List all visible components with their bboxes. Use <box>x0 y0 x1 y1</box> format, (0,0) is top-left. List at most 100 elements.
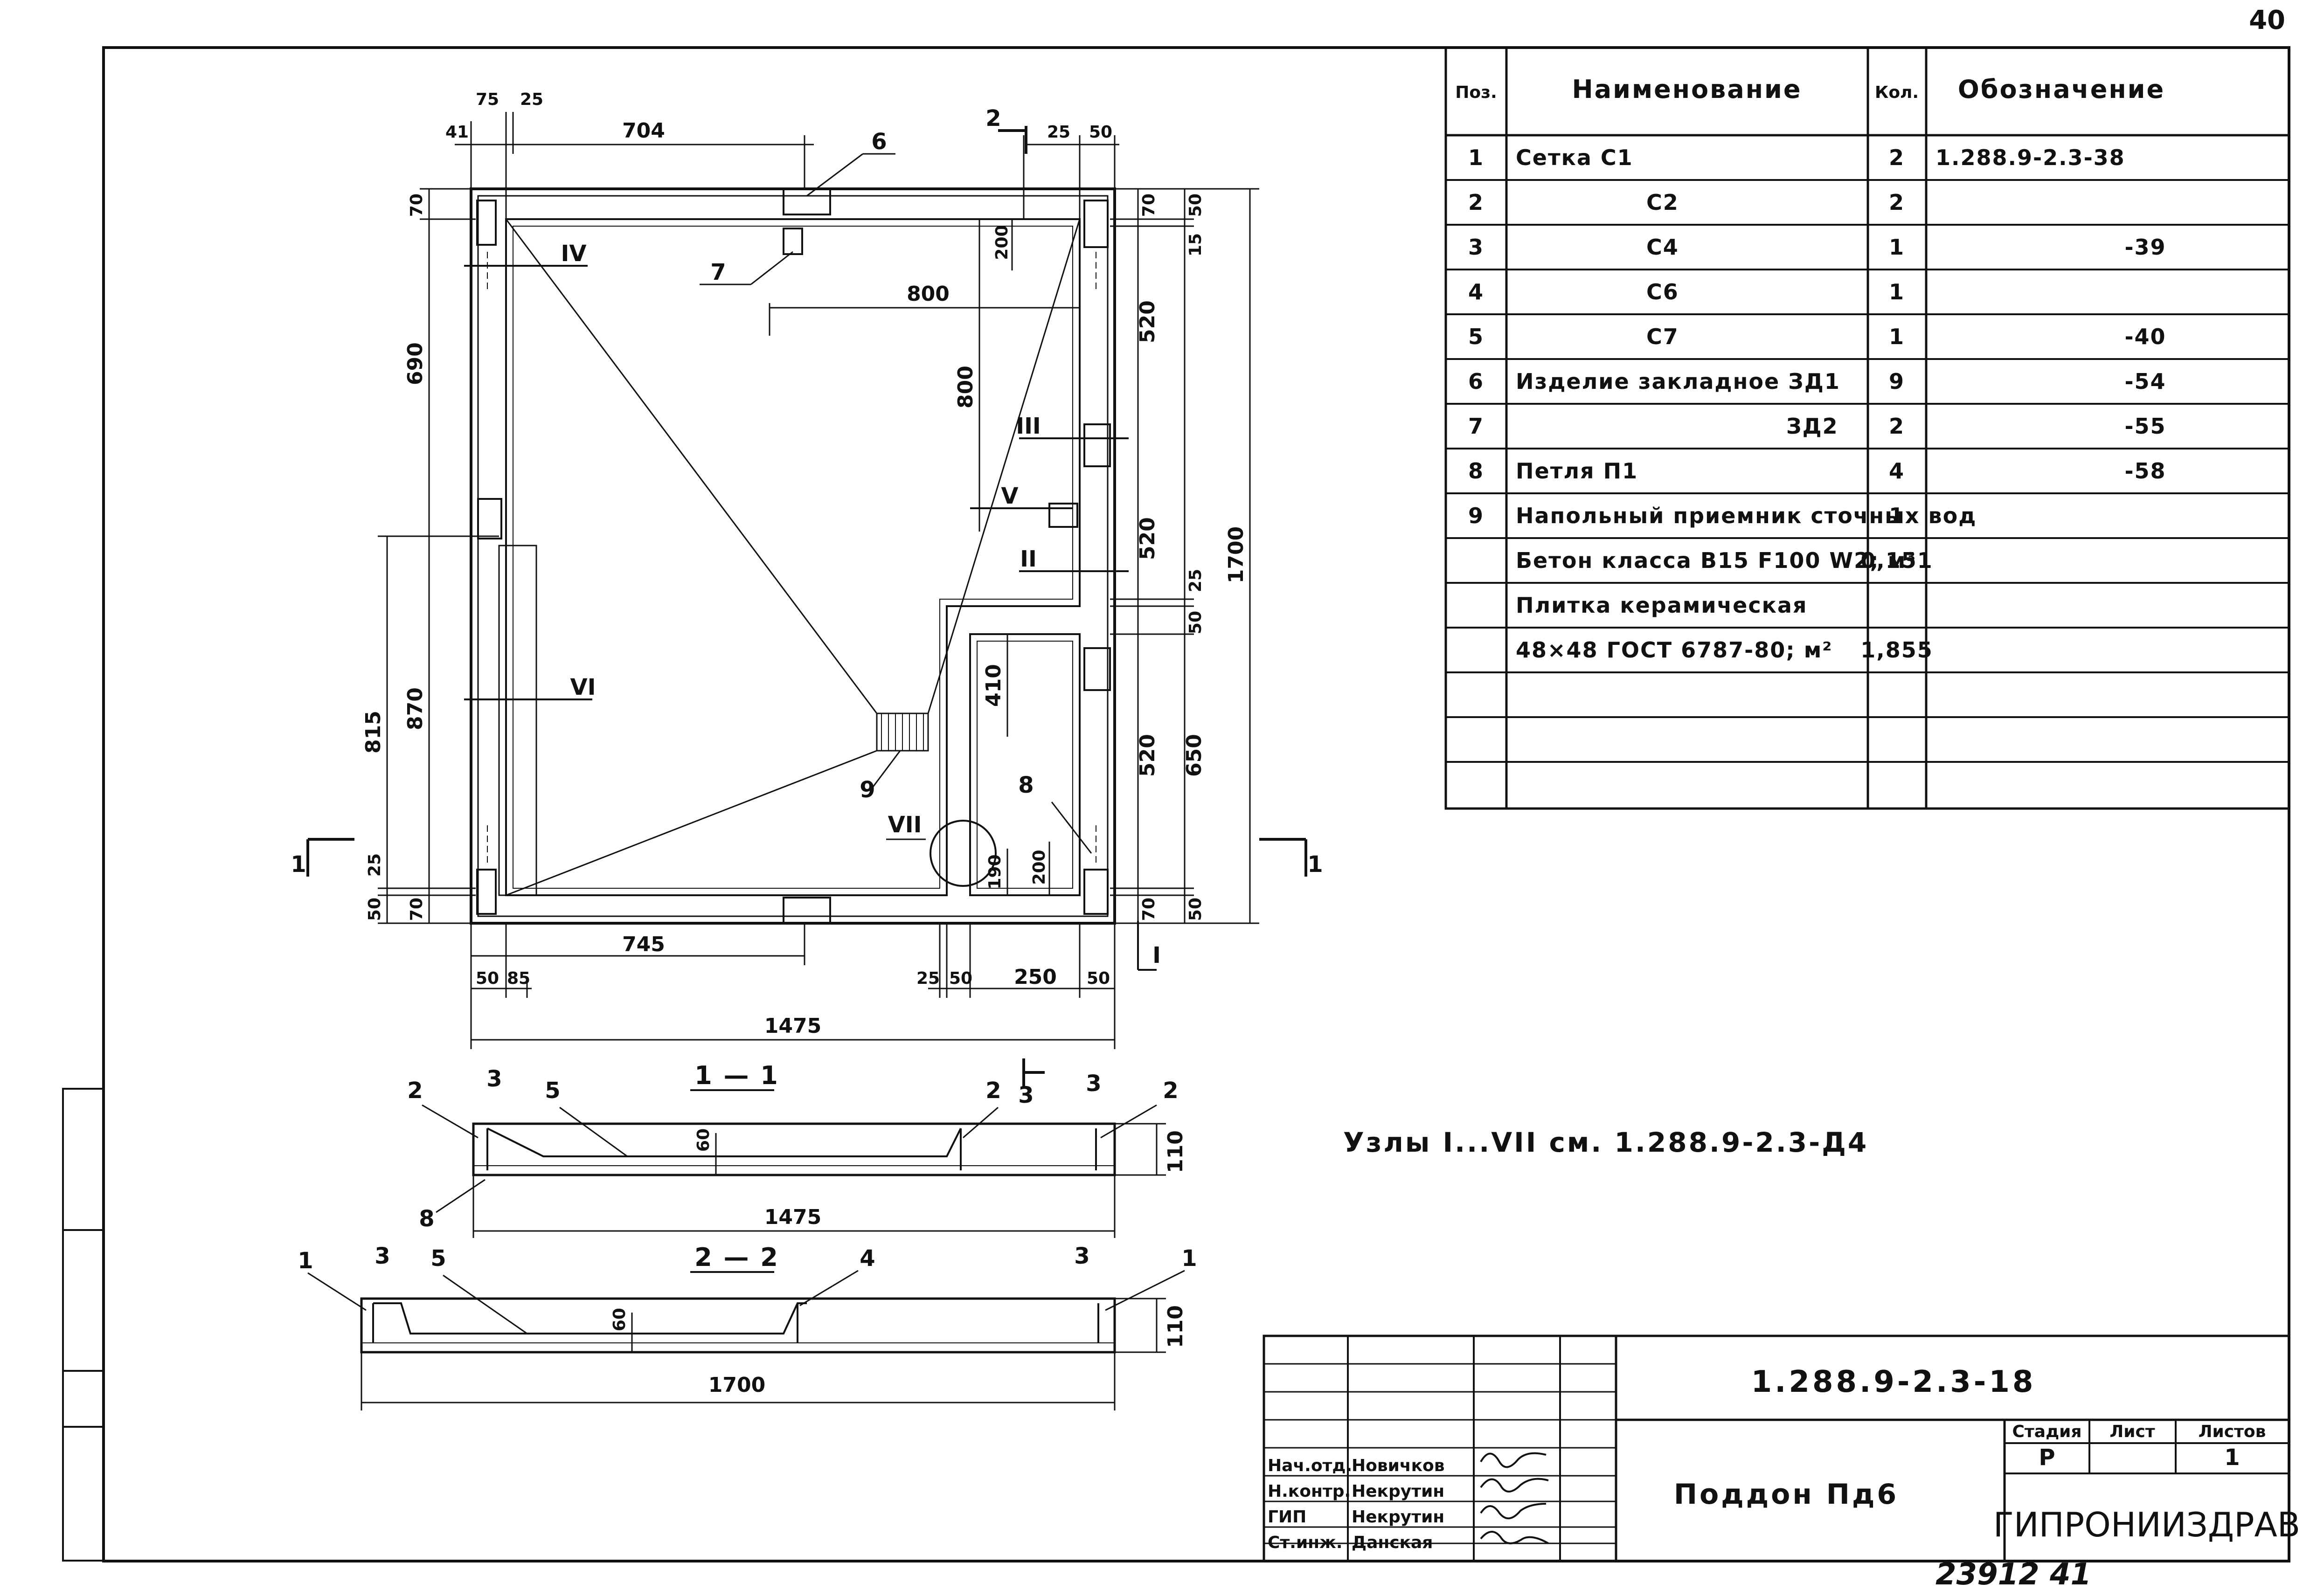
spec-cell-qty: 1 <box>1889 503 1905 528</box>
section-1-callout-3-right: 3 <box>1086 1071 1101 1097</box>
dim-800-vertical: 800 <box>954 366 978 408</box>
spec-cell-name: С7 <box>1646 324 1679 349</box>
dim-left-70: 70 <box>407 898 426 921</box>
node-label-VII: VII <box>888 812 922 838</box>
dim-right-50: 50 <box>1186 194 1205 217</box>
spec-cell-pos: 5 <box>1468 324 1484 349</box>
section-1-callout-2-mid: 2 <box>985 1078 1001 1104</box>
section-1-callout-2-right: 2 <box>1163 1078 1178 1104</box>
dim-right-15: 15 <box>1186 233 1205 256</box>
signatures <box>1480 1452 1549 1544</box>
dim-left-50: 50 <box>365 898 384 921</box>
dim-190: 190 <box>985 854 1005 889</box>
section-1-width: 1475 <box>764 1205 821 1229</box>
spec-cell-qty: 4 <box>1889 458 1905 484</box>
dim-right-50b: 50 <box>1186 611 1205 634</box>
section-1-callout-3-left: 3 <box>486 1066 502 1092</box>
spec-cell-name: С4 <box>1646 235 1679 260</box>
spec-cell-name: Петля П1 <box>1516 458 1638 484</box>
signer-role: Ст.инж. <box>1268 1533 1343 1552</box>
dim-right-70: 70 <box>1139 194 1159 217</box>
section-mark-1-right: 1 <box>1307 851 1323 878</box>
section-2-callout-1-left: 1 <box>298 1248 313 1274</box>
spec-header-name: Наименование <box>1572 75 1802 104</box>
section-1-callout-8: 8 <box>419 1206 434 1232</box>
section-2-callout-5: 5 <box>430 1245 446 1272</box>
dim-top-25: 25 <box>520 90 543 109</box>
section-1-callout-3-mid: 3 <box>1018 1082 1034 1108</box>
spec-cell-qty: 1 <box>1889 235 1905 260</box>
dim-top-41: 41 <box>445 123 469 142</box>
spec-cell-name: 48×48 ГОСТ 6787-80; м² <box>1516 637 1832 663</box>
spec-cell-pos: 1 <box>1468 145 1484 170</box>
sheets-label: Листов <box>2199 1422 2266 1441</box>
spec-cell-qty: 1 <box>1889 324 1905 349</box>
section-2-2 <box>307 1270 1185 1410</box>
spec-cell-pos: 4 <box>1468 279 1484 304</box>
callout-6: 6 <box>871 129 887 155</box>
section-2-callout-1-right: 1 <box>1181 1245 1197 1272</box>
section-2-title: 2 — 2 <box>694 1243 779 1272</box>
spec-cell-name: Напольный приемник сточных вод <box>1516 503 1977 528</box>
spec-cell-qty: 2 <box>1889 145 1905 170</box>
dim-right-520a: 520 <box>1136 300 1159 343</box>
spec-cell-designation: -55 <box>2124 414 2166 439</box>
callout-8: 8 <box>1018 772 1034 798</box>
node-label-IV: IV <box>561 241 586 267</box>
dim-bot-50: 50 <box>476 969 499 988</box>
spec-cell-designation: -39 <box>2124 235 2166 260</box>
dim-bot-85: 85 <box>507 969 530 988</box>
node-label-III: III <box>1016 413 1041 439</box>
drawing-title: Поддон Пд6 <box>1674 1478 1899 1511</box>
section-1-callout-5: 5 <box>545 1078 560 1104</box>
dim-right-50c: 50 <box>1186 898 1205 921</box>
signer-role: ГИП <box>1268 1507 1306 1527</box>
spec-cell-qty: 2 <box>1889 190 1905 215</box>
spec-cell-designation: -40 <box>2124 324 2166 349</box>
archive-number: 23912 41 <box>1936 1557 2091 1590</box>
node-label-II: II <box>1020 546 1037 572</box>
dim-right-25: 25 <box>1186 569 1205 592</box>
dim-right-650: 650 <box>1182 734 1206 777</box>
dim-top-25b: 25 <box>1047 123 1070 142</box>
dim-left-25: 25 <box>365 853 384 877</box>
signer-role: Н.контр. <box>1268 1482 1351 1501</box>
stage-value: Р <box>2039 1445 2055 1471</box>
organization-name: ГИПРОНИИЗДРАВ <box>1993 1505 2300 1544</box>
dim-left-70-top: 70 <box>407 194 426 217</box>
spec-cell-name: Изделие закладное ЗД1 <box>1516 369 1840 394</box>
spec-cell-pos: 9 <box>1468 503 1484 528</box>
dim-right-1700: 1700 <box>1224 526 1248 583</box>
spec-header-pos: Поз. <box>1455 83 1497 102</box>
spec-table <box>1444 46 2290 810</box>
nodes-reference-note: Узлы I...VII см. 1.288.9-2.3-Д4 <box>1343 1127 1868 1158</box>
dim-bot-25: 25 <box>916 969 940 988</box>
section-2-callout-4: 4 <box>860 1245 875 1272</box>
dim-bot-745: 745 <box>622 933 665 956</box>
spec-cell-designation: 1.288.9-2.3-38 <box>1936 145 2125 170</box>
dim-left-815: 815 <box>361 711 385 754</box>
sheets-value: 1 <box>2224 1445 2240 1471</box>
dim-left-870: 870 <box>403 687 427 730</box>
signer-name: Некрутин <box>1352 1507 1444 1527</box>
spec-cell-pos: 2 <box>1468 190 1484 215</box>
dim-200b: 200 <box>1030 850 1049 885</box>
spec-cell-name: С6 <box>1646 279 1679 304</box>
signer-name: Данская <box>1352 1533 1433 1552</box>
section-2-callout-3-left: 3 <box>375 1243 390 1269</box>
dim-top-50: 50 <box>1089 123 1112 142</box>
callout-9: 9 <box>860 777 875 803</box>
node-label-V: V <box>1001 483 1018 509</box>
section-1-1 <box>422 1058 1166 1238</box>
dim-bot-50c: 50 <box>1087 969 1110 988</box>
section-1-height: 110 <box>1164 1130 1187 1173</box>
spec-header-qty: Кол. <box>1875 83 1919 102</box>
node-label-I: I <box>1152 942 1161 968</box>
spec-cell-pos: 7 <box>1468 414 1484 439</box>
title-block <box>1263 1334 2290 1562</box>
spec-cell-pos: 6 <box>1468 369 1484 394</box>
spec-cell-qty: 9 <box>1889 369 1905 394</box>
spec-cell-name: Сетка С1 <box>1516 145 1633 170</box>
section-2-callout-3-right: 3 <box>1074 1243 1089 1269</box>
